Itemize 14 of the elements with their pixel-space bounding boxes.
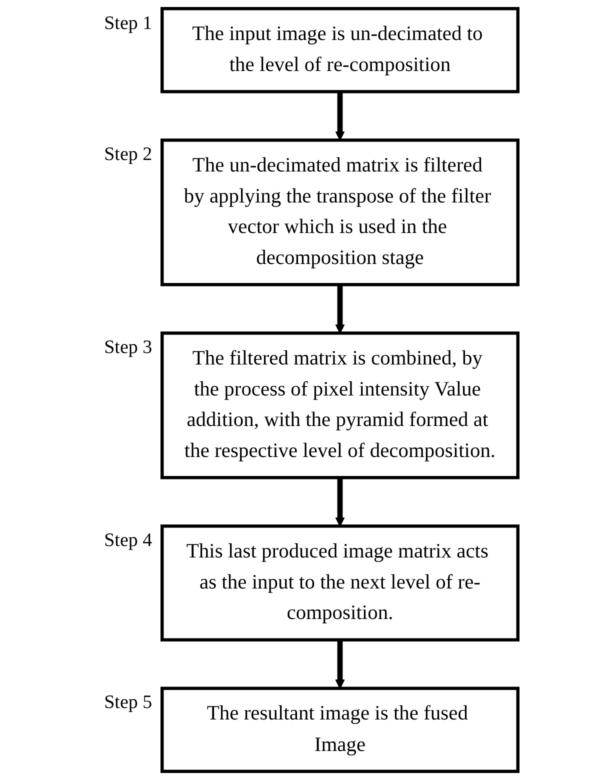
step-label: Step 5: [104, 692, 152, 714]
arrow: [335, 284, 345, 334]
arrow: [335, 640, 345, 689]
node-box: The resultant image is the fused Image: [160, 686, 520, 773]
node-box: This last produced image matrix acts as the input to the next level of re-composition.: [160, 524, 520, 642]
step-label: Step 1: [104, 12, 152, 35]
node-box: The filtered matrix is combined, by the process of pixel intensity Value addition, with the pyramid formed at the respective level of decomposition.: [160, 332, 520, 480]
node-box: The input image is un-decimated to the level of re-composition: [160, 7, 520, 94]
arrow: [335, 92, 345, 141]
node-box: The un-decimated matrix is filtered by applying the transpose of the filter vector which is used in the decomposition stage: [160, 138, 520, 286]
step-label: Step 4: [104, 530, 152, 552]
arrow: [335, 478, 345, 527]
step-label: Step 2: [104, 144, 152, 166]
step-label: Step 3: [104, 337, 152, 360]
